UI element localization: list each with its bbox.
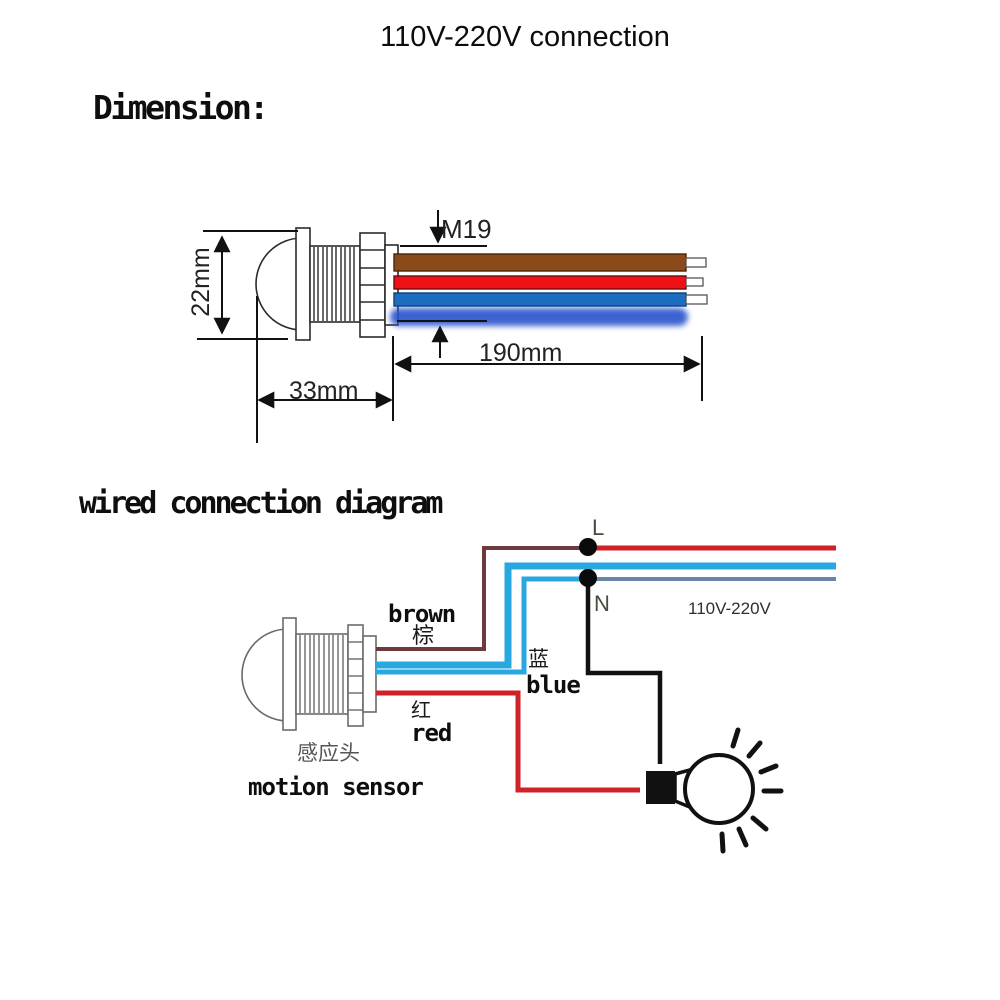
- dimension-heading: Dimension:: [93, 88, 269, 127]
- lamp-neutral-wire: [585, 579, 663, 764]
- motion-sensor-label-en: motion sensor: [248, 773, 424, 801]
- sensor-dimension-drawing: [255, 227, 399, 341]
- brown-wire-label-cn: 棕: [412, 624, 435, 649]
- sensor-flange: [295, 227, 311, 341]
- blue-wire: [393, 292, 687, 307]
- sensor-end-cap: [362, 635, 377, 713]
- brown-wire-tip: [685, 257, 707, 268]
- motion-sensor-label-cn: 感应头: [297, 741, 360, 765]
- light-bulb-icon: [646, 727, 784, 854]
- thread-dimension-label: M19: [441, 214, 492, 244]
- red-wire-label-en: red: [411, 719, 452, 747]
- bulb-base: [646, 771, 675, 804]
- sensor-body-ribs: [299, 635, 344, 713]
- dimension-wires: [390, 253, 708, 326]
- sensor-body-ribs: [313, 247, 355, 321]
- blue-wire-label-en: blue: [526, 671, 581, 699]
- sensor-dome: [241, 628, 289, 722]
- height-dimension-label: 22mm: [187, 247, 216, 317]
- neutral-terminal-label: N: [594, 591, 610, 616]
- red-wire: [393, 275, 687, 290]
- red-wire-path: [376, 690, 640, 793]
- blue-wire-glow: [390, 308, 688, 326]
- wiring-schematic: [241, 538, 836, 854]
- voltage-label: 110V-220V: [688, 599, 771, 618]
- blue-wire-label-cn: 蓝: [528, 647, 549, 671]
- cyan-wire-path: [376, 562, 836, 669]
- junction-dot-neutral: [579, 569, 597, 587]
- brown-wire: [393, 253, 687, 272]
- sensor-schematic-drawing: [241, 617, 377, 731]
- sensor-dome: [255, 237, 303, 331]
- sensor-nut-segments: [348, 641, 363, 711]
- sensor-nut-segments: [360, 249, 385, 321]
- blue-wire-tip: [685, 294, 708, 305]
- bulb-globe: [683, 753, 755, 825]
- sensor-flange: [282, 617, 297, 731]
- brown-wire-path: [376, 546, 582, 651]
- body-length-dimension-label: 33mm: [289, 377, 359, 405]
- live-terminal-label: L: [592, 515, 605, 540]
- junction-dot-live: [579, 538, 597, 556]
- wire-length-dimension-label: 190mm: [479, 339, 563, 367]
- brown-wire-label-en: brown: [388, 600, 456, 628]
- dimension-lines: [197, 210, 703, 443]
- wiring-heading: wired connection diagram: [79, 486, 443, 521]
- sensor-ribbed-body: [295, 633, 349, 715]
- red-wire-tip: [685, 277, 704, 287]
- blue-wire-to-neutral: [376, 576, 584, 675]
- bulb-rays: [719, 727, 784, 854]
- red-wire-label-cn: 红: [411, 698, 431, 722]
- page-title: 110V-220V connection: [380, 21, 670, 53]
